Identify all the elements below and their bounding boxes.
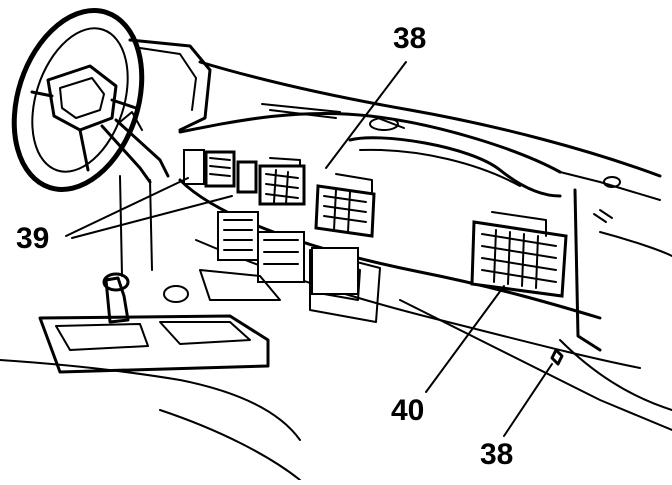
callout-label-38-lower: 38	[480, 438, 514, 471]
connector-38-lower	[550, 348, 564, 366]
center-stack	[217, 211, 359, 295]
callout-label-40: 40	[391, 394, 425, 427]
leader-lines	[65, 61, 553, 437]
connector-40	[470, 211, 568, 298]
connector-group-39	[183, 149, 306, 206]
callout-label-39: 39	[16, 222, 50, 255]
connector-38-upper	[314, 173, 376, 238]
callout-label-38-upper: 38	[393, 22, 427, 55]
steering-wheel	[11, 8, 170, 192]
dashboard-top	[128, 38, 662, 223]
